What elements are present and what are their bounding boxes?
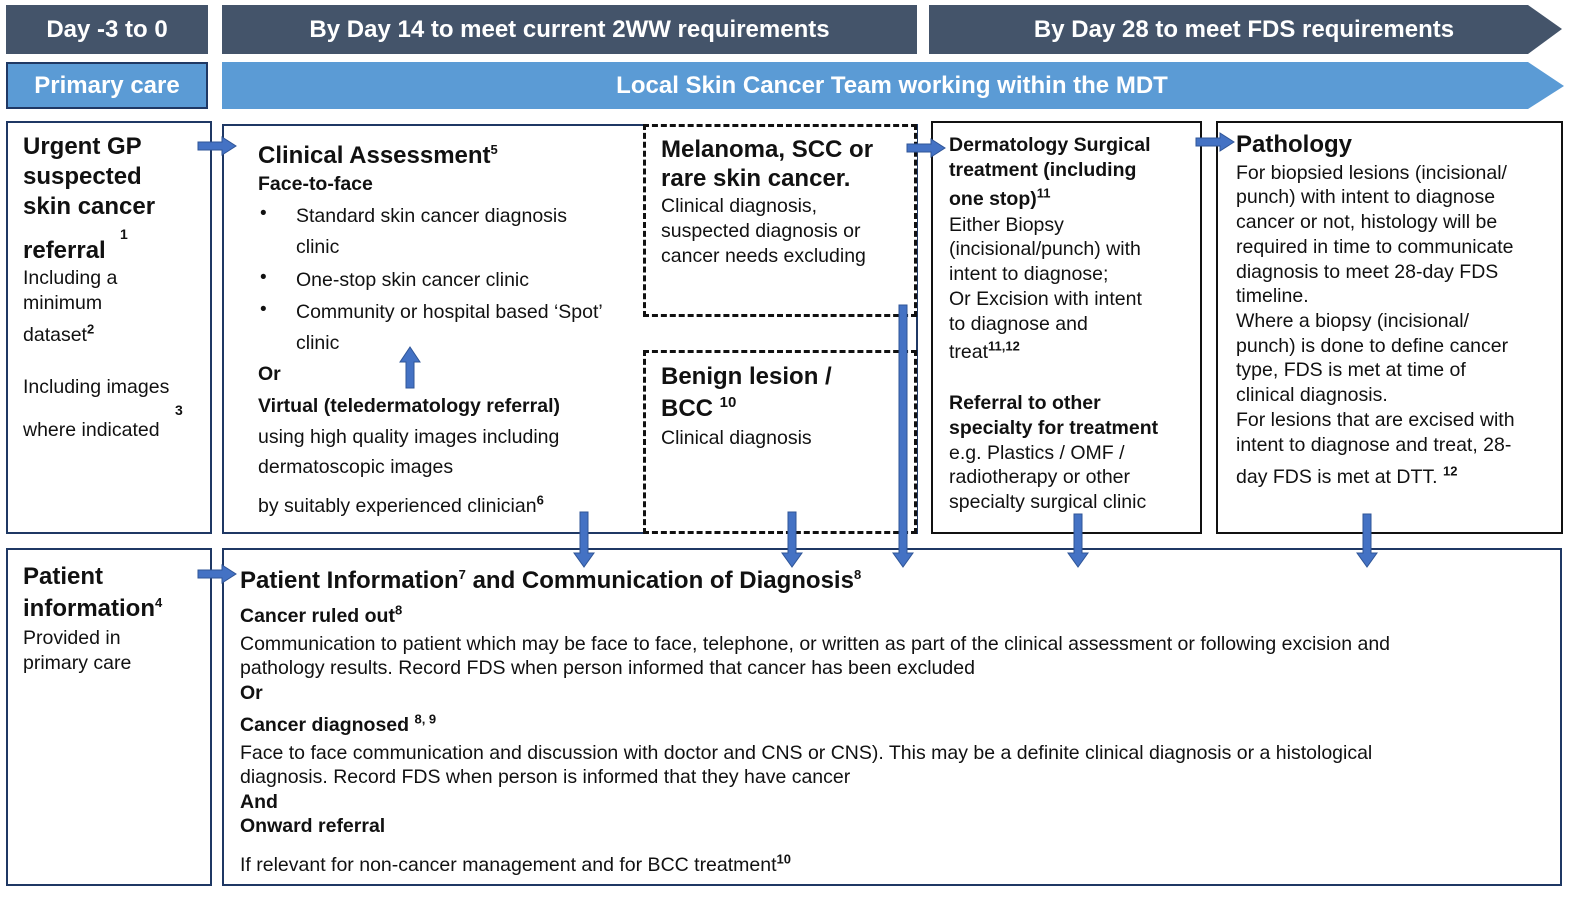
diagnosed-line-1: Face to face communication and discussio…: [240, 742, 1373, 764]
dermatology-title-3: one stop)11: [949, 185, 1051, 211]
bullet-dot-3: •: [260, 299, 267, 320]
clinical-assessment-title: Clinical Assessment5: [258, 142, 498, 169]
melanoma-title-2: rare skin cancer.: [661, 165, 851, 192]
pathology-line-11: For lesions that are excised with: [1236, 409, 1515, 431]
pathology-line-4: required in time to communicate: [1236, 236, 1514, 258]
pathology-line-2: punch) with intent to diagnose: [1236, 186, 1496, 208]
benign-box: [643, 350, 917, 534]
dermatology-line-3: intent to diagnose;: [949, 263, 1109, 285]
virtual-line-2: dermatoscopic images: [258, 456, 454, 478]
bullet-dot-2: •: [260, 267, 267, 288]
bullet-3-a: Community or hospital based ‘Spot’: [296, 301, 603, 323]
bullet-3-b: clinic: [296, 332, 340, 354]
dermatology-title-1: Dermatology Surgical: [949, 134, 1151, 156]
pathology-title: Pathology: [1236, 131, 1353, 158]
pathology-line-5: diagnosis to meet 28-day FDS: [1236, 261, 1499, 283]
subheader-local-team: Local Skin Cancer Team working within th…: [616, 72, 1168, 99]
pathology-line-7: Where a biopsy (incisional/: [1236, 310, 1470, 332]
pathology-line-12: intent to diagnose and treat, 28-: [1236, 434, 1512, 456]
gp-referral-line-3: dataset2: [23, 321, 95, 347]
pathology-box: [1216, 121, 1563, 534]
referral-line-3: specialty surgical clinic: [949, 491, 1147, 513]
dermatology-line-1: Either Biopsy: [949, 214, 1064, 236]
communication-title: Patient Information7 and Communication o…: [240, 567, 862, 594]
benign-title-2: BCC 10: [661, 394, 737, 422]
pathology-line-8: punch) is done to define cancer: [1236, 335, 1509, 357]
gp-referral-line-1: Including a: [23, 267, 118, 289]
dermatology-line-5: to diagnose and: [949, 313, 1088, 335]
bullet-1-a: Standard skin cancer diagnosis: [296, 205, 567, 227]
face-to-face-label: Face-to-face: [258, 173, 373, 195]
gp-referral-line-4-sup: 3: [175, 402, 183, 418]
gp-referral-title-4: referral: [23, 237, 106, 264]
pathology-line-13: day FDS is met at DTT. 12: [1236, 463, 1458, 489]
header-day-28: By Day 28 to meet FDS requirements: [1033, 16, 1455, 43]
and-label: And: [240, 791, 278, 813]
melanoma-line-3: cancer needs excluding: [661, 245, 866, 267]
melanoma-title-1: Melanoma, SCC or: [661, 136, 874, 163]
patient-info-line-2: primary care: [23, 652, 132, 674]
gp-referral-box: [6, 121, 212, 534]
header-day-0: Day -3 to 0: [6, 5, 208, 54]
dermatology-line-4: Or Excision with intent: [949, 288, 1142, 310]
melanoma-box: [643, 124, 917, 317]
pathology-line-1: For biopsied lesions (incisional/: [1236, 162, 1507, 184]
bullet-2: One-stop skin cancer clinic: [296, 269, 530, 291]
gp-referral-title-4-sup: 1: [120, 226, 128, 242]
communication-box: [222, 548, 1562, 886]
virtual-line-3: by suitably experienced clinician6: [258, 492, 544, 518]
gp-referral-title-1: Urgent GP: [23, 133, 142, 160]
pathology-line-10: clinical diagnosis.: [1236, 384, 1388, 406]
ruled-out-line-1: Communication to patient which may be fa…: [240, 633, 1391, 655]
ruled-out-label: Cancer ruled out8: [240, 602, 403, 628]
referral-line-1: e.g. Plastics / OMF /: [949, 442, 1125, 464]
pathology-line-3: cancer or not, histology will be: [1236, 211, 1498, 233]
diagnosed-label: Cancer diagnosed 8, 9: [240, 711, 437, 737]
bullet-dot-1: •: [260, 203, 267, 224]
benign-title-1: Benign lesion /: [661, 363, 832, 390]
onward-referral-label: Onward referral: [240, 815, 386, 837]
gp-referral-line-5: where indicated: [23, 419, 160, 441]
benign-line-1: Clinical diagnosis: [661, 427, 812, 449]
virtual-label: Virtual (teledermatology referral): [258, 395, 560, 417]
pathology-line-6: timeline.: [1236, 285, 1309, 307]
header-day-14: By Day 14 to meet current 2WW requiremen…: [222, 5, 917, 54]
gp-referral-line-4: Including images: [23, 376, 170, 398]
melanoma-line-2: suspected diagnosis or: [661, 220, 861, 242]
bullet-1-b: clinic: [296, 236, 340, 258]
referral-title-1: Referral to other: [949, 392, 1101, 414]
referral-title-2: specialty for treatment: [949, 417, 1159, 439]
comm-or-label: Or: [240, 682, 263, 704]
referral-line-2: radiotherapy or other: [949, 466, 1131, 488]
gp-referral-title-3: skin cancer: [23, 193, 156, 220]
pathology-line-9: type, FDS is met at time of: [1236, 359, 1466, 381]
diagnosed-line-2: diagnosis. Record FDS when person is inf…: [240, 766, 851, 788]
melanoma-line-1: Clinical diagnosis,: [661, 195, 818, 217]
subheader-primary-care: Primary care: [6, 62, 208, 109]
dermatology-line-6: treat11,12: [949, 338, 1020, 364]
patient-info-line-1: Provided in: [23, 627, 121, 649]
dermatology-box: [931, 121, 1202, 534]
dermatology-title-2: treatment (including: [949, 159, 1137, 181]
patient-info-title-1: Patient: [23, 563, 104, 590]
ruled-out-line-2: pathology results. Record FDS when perso…: [240, 657, 975, 679]
or-label: Or: [258, 363, 281, 385]
virtual-line-1: using high quality images including: [258, 426, 560, 448]
gp-referral-line-2: minimum: [23, 292, 103, 314]
patient-info-title-2: information4: [23, 595, 163, 622]
patient-info-primary-box: [6, 548, 212, 886]
dermatology-line-2: (incisional/punch) with: [949, 238, 1141, 260]
onward-line-1: If relevant for non-cancer management an…: [240, 851, 791, 877]
gp-referral-title-2: suspected: [23, 163, 142, 190]
